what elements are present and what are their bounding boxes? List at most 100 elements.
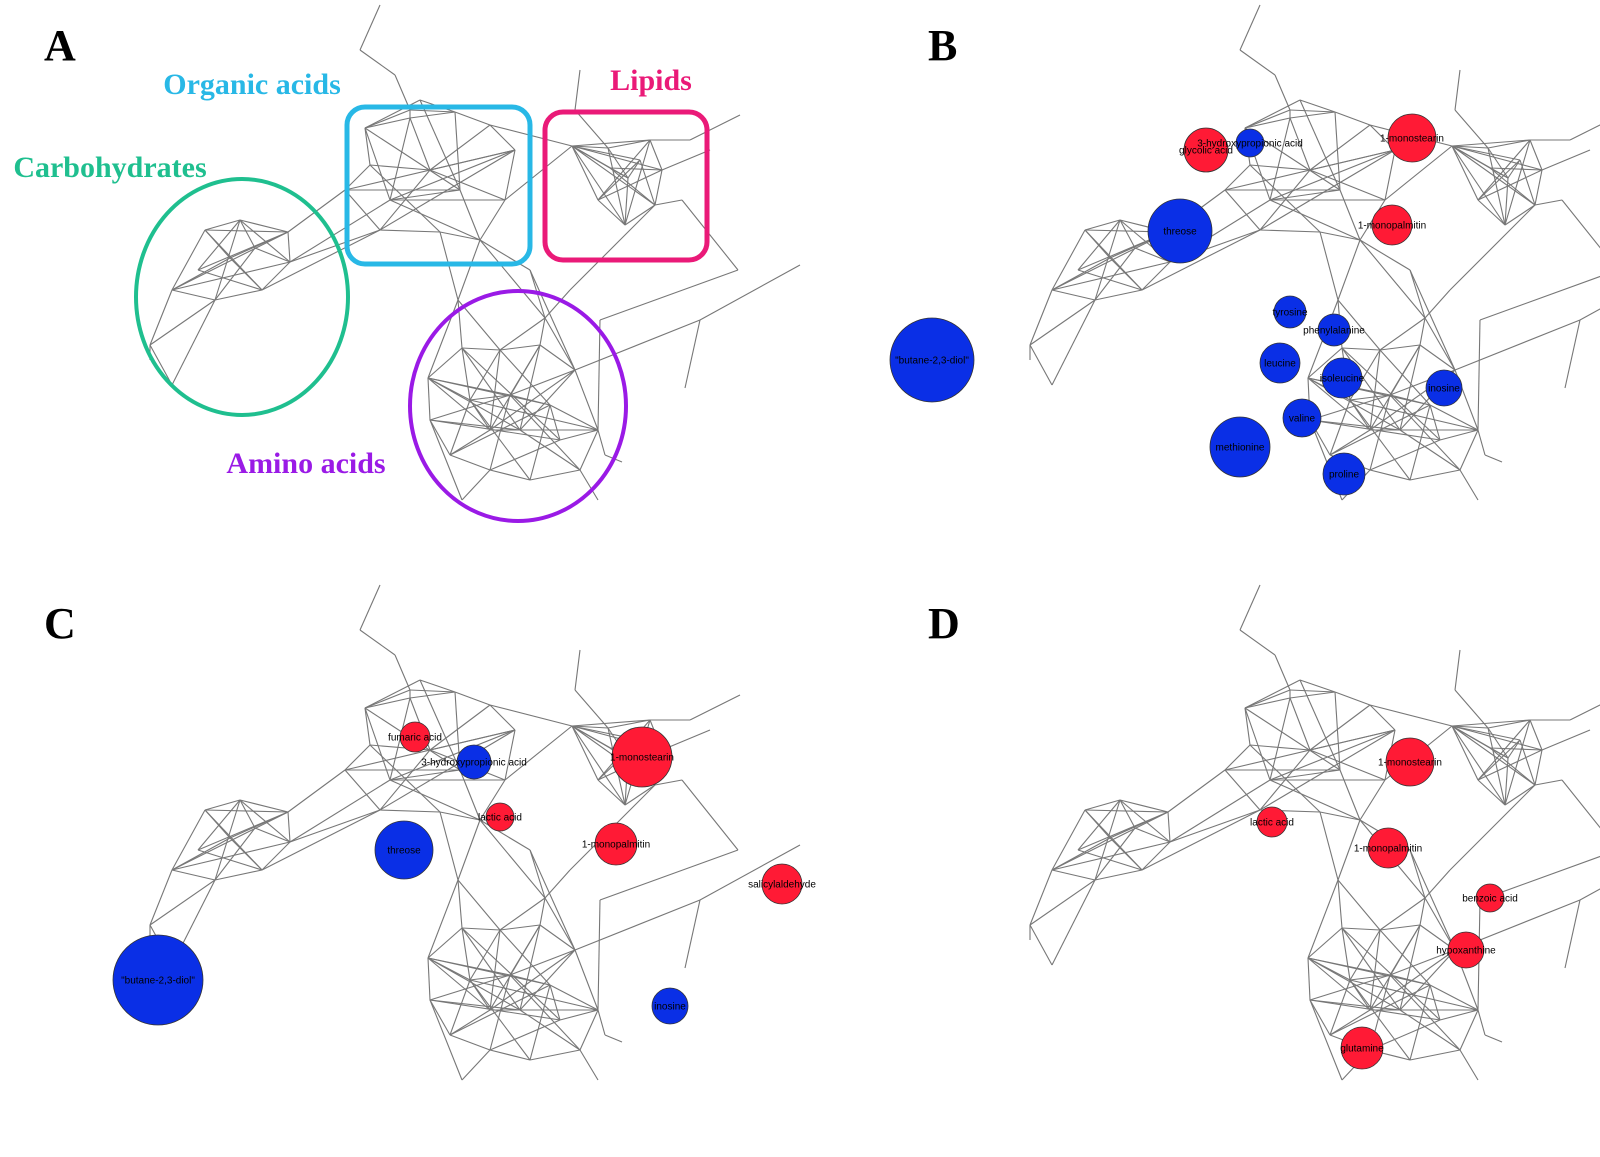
network-edge [1239, 629, 1276, 656]
network-edge [1409, 404, 1431, 481]
network-edge [529, 1049, 581, 1061]
metabolite-label: 3-hydroxypropionic acid [1197, 139, 1303, 150]
network-edge [1579, 308, 1600, 321]
network-edge [499, 344, 541, 351]
network-edge [489, 1049, 531, 1061]
network-edge [489, 394, 511, 471]
network-edge [1051, 837, 1111, 871]
network-edge [1487, 727, 1509, 759]
network-edge [1451, 145, 1506, 226]
network-edge [519, 369, 576, 431]
network-edge [1449, 784, 1536, 871]
network-edge [1519, 739, 1536, 786]
network-edge [1077, 219, 1121, 271]
network-edge [1094, 247, 1136, 301]
network-edge [1504, 784, 1536, 806]
network-edge [1487, 147, 1506, 226]
network-edge [489, 929, 501, 1011]
network-edge [204, 219, 241, 231]
network-edge [489, 704, 516, 731]
metabolite-node [1385, 737, 1435, 787]
metabolite-node [611, 726, 673, 788]
network-edge [1389, 949, 1456, 976]
network-edge [1309, 704, 1371, 751]
network-edge [1337, 239, 1361, 301]
network-edge [461, 1049, 491, 1081]
network-edge [504, 729, 516, 781]
network-edge [1429, 984, 1479, 1011]
network-edge [479, 239, 531, 271]
network-edge [149, 344, 173, 386]
metabolite-node [1317, 313, 1351, 347]
network-edge [1337, 299, 1381, 351]
network-edge [1459, 1049, 1479, 1081]
network-edge [364, 707, 391, 781]
network-edge [389, 729, 516, 781]
metabolite-node [594, 822, 638, 866]
network-edge [261, 229, 381, 291]
network-edge [597, 779, 626, 806]
network-edge [171, 809, 206, 871]
metabolite-node [1321, 357, 1363, 399]
network-edge [1534, 749, 1543, 786]
network-edge [461, 927, 521, 1011]
metabolite-node [1371, 204, 1413, 246]
network-edge [1541, 729, 1591, 751]
network-edge [394, 654, 411, 691]
network-edge [684, 899, 701, 969]
metabolite-label: tyrosine [1272, 308, 1307, 319]
network-edge [1529, 139, 1543, 171]
network-edge [1564, 899, 1581, 969]
network-edge [1369, 929, 1381, 1011]
network-edge [684, 319, 701, 389]
network-edge [429, 704, 491, 751]
network-edge [597, 199, 626, 226]
network-edge [229, 837, 263, 871]
network-edge [1487, 719, 1531, 729]
network-edge [1244, 117, 1291, 129]
metabolite-node [1340, 1026, 1384, 1070]
metabolite-node [1209, 416, 1271, 478]
network-edge [1419, 317, 1426, 346]
network-edge [1309, 169, 1386, 201]
network-edge [1269, 199, 1361, 241]
network-edge [289, 199, 391, 263]
metabolite-node [889, 317, 975, 403]
network-edge [1274, 654, 1291, 691]
network-edge [1359, 779, 1386, 821]
network-edge [559, 1009, 599, 1021]
network-edge [1451, 719, 1531, 727]
network-edge [574, 949, 599, 1011]
network-edge [1504, 139, 1531, 226]
network-edge [1084, 219, 1121, 231]
metabolite-label: proline [1329, 470, 1359, 481]
network-edge [1349, 979, 1371, 1011]
network-edge [1349, 394, 1391, 401]
network-edge [654, 779, 683, 786]
network-edge [571, 725, 626, 806]
network-edge [197, 231, 289, 271]
network-edge [1479, 855, 1600, 901]
panel-letter-b: B [928, 21, 957, 70]
network-edge [1429, 984, 1441, 1021]
network-edge [1349, 399, 1479, 431]
network-edge [1274, 74, 1291, 111]
network-edge [449, 1009, 491, 1036]
network-edge [544, 897, 576, 951]
network-edge [239, 799, 256, 829]
network-edge [461, 469, 491, 501]
network-edge [579, 429, 599, 471]
metabolite-node [1475, 883, 1505, 913]
network-edge [1339, 769, 1361, 821]
network-edge [1299, 99, 1341, 191]
network-edge [1307, 957, 1371, 1011]
metabolite-label: lactic acid [1250, 818, 1294, 829]
network-edge [1399, 949, 1456, 1011]
network-edge [1119, 799, 1136, 829]
network-edge [1477, 779, 1506, 806]
network-edge [469, 979, 599, 1011]
network-edge [624, 784, 656, 806]
network-edge [1309, 124, 1371, 171]
